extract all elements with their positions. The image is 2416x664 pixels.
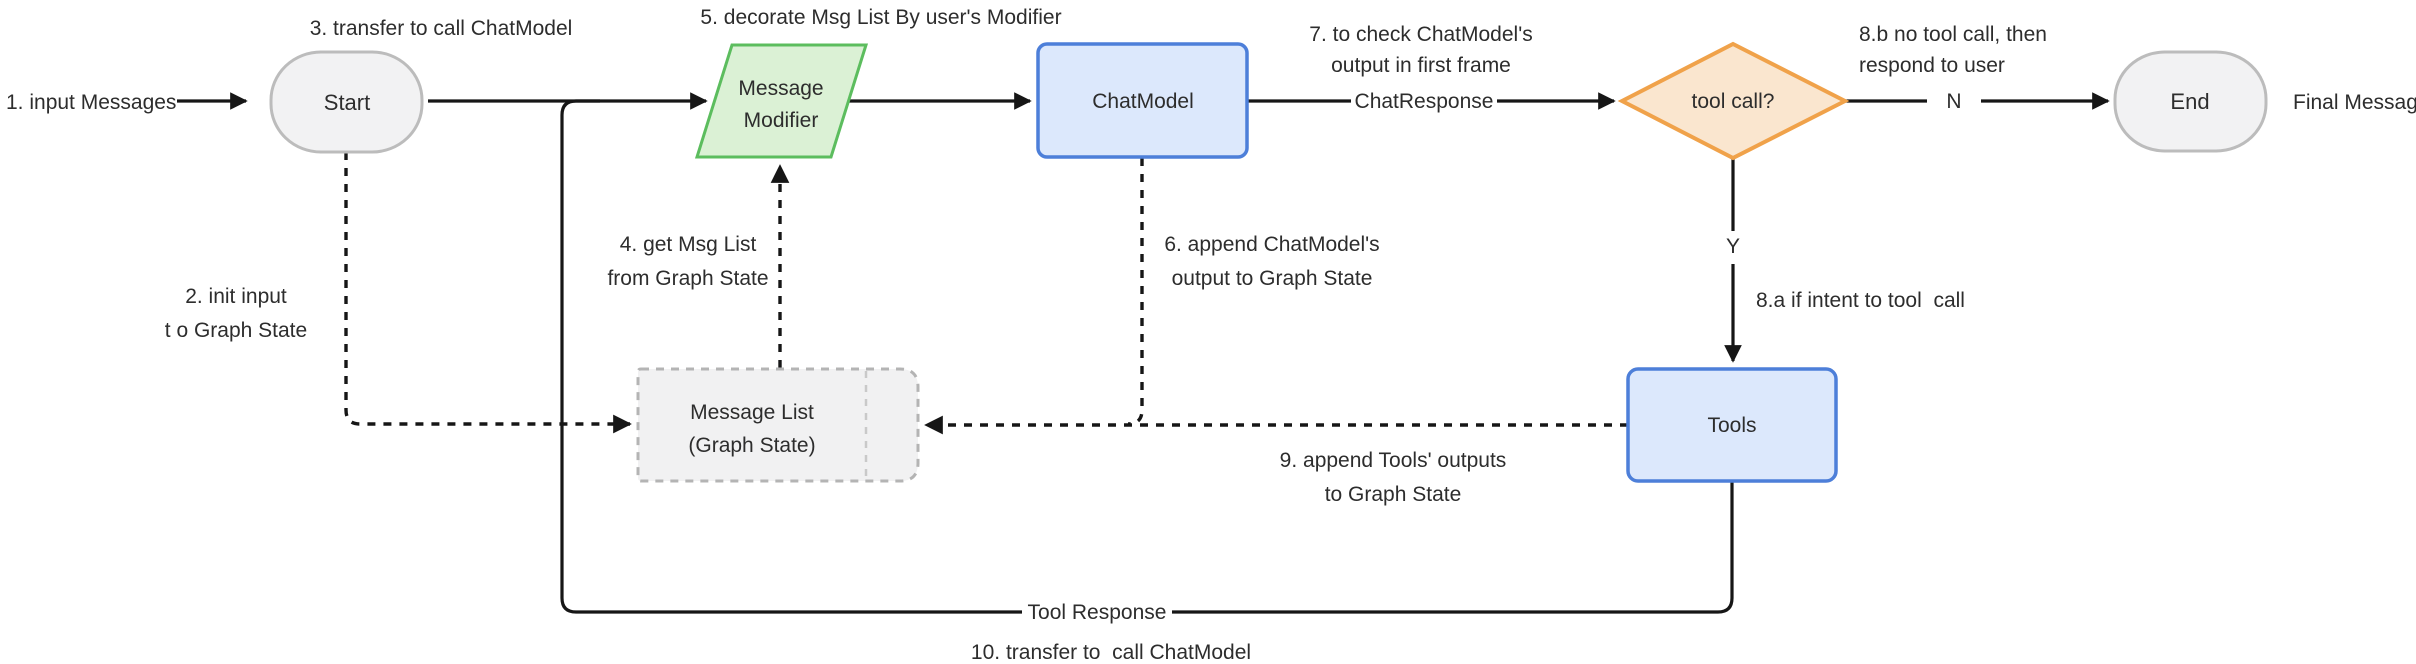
label-check-output-line1: 7. to check ChatModel's (1309, 23, 1532, 46)
tools-node (1626, 367, 1838, 483)
label-decorate-msg-list: 5. decorate Msg List By user's Modifier (700, 6, 1061, 29)
label-final-message: Final Message (2293, 91, 2416, 114)
label-append-chatmodel-line2: output to Graph State (1172, 267, 1373, 290)
end-node (2113, 50, 2268, 153)
label-intent-tool-call: 8.a if intent to tool call (1756, 289, 1965, 312)
edge-tool-response-right (1172, 481, 1734, 614)
message-list-state-node (636, 367, 920, 483)
label-tool-response: Tool Response (1028, 601, 1167, 624)
tools-node-label: Tools (1707, 414, 1756, 437)
label-no: N (1946, 90, 1961, 113)
message-modifier-node (694, 43, 869, 159)
end-node-label: End (2170, 89, 2209, 114)
label-yes: Y (1726, 235, 1740, 258)
label-check-output-line2: output in first frame (1331, 54, 1511, 77)
label-init-input-line2: t o Graph State (165, 319, 307, 342)
label-append-tools-line1: 9. append Tools' outputs (1280, 449, 1507, 472)
label-get-msg-list-line2: from Graph State (607, 267, 768, 290)
edge-tool-response-left (560, 99, 1022, 614)
label-input-messages: 1. input Messages (6, 91, 176, 114)
edge-start-to-state-dashed (344, 152, 632, 434)
label-get-msg-list-line1: 4. get Msg List (620, 233, 757, 256)
label-chat-response: ChatResponse (1355, 90, 1494, 113)
chatmodel-node-label: ChatModel (1092, 90, 1194, 113)
message-modifier-label-line2: Modifier (744, 109, 819, 132)
label-no-tool-line2: respond to user (1859, 54, 2005, 77)
edge-chatmodel-down-dashed (1127, 158, 1144, 426)
chatmodel-node (1036, 42, 1249, 159)
label-transfer-to-call: 3. transfer to call ChatModel (310, 17, 573, 40)
tool-call-decision-label: tool call? (1692, 90, 1775, 113)
tool-call-decision-node (1617, 41, 1850, 161)
message-list-label-line1: Message List (690, 401, 814, 424)
start-node (269, 50, 424, 154)
label-transfer-chat: 10. transfer to call ChatModel (971, 641, 1251, 664)
label-no-tool-line1: 8.b no tool call, then (1859, 23, 2047, 46)
message-list-label-line2: (Graph State) (688, 434, 815, 457)
message-modifier-label-line1: Message (738, 77, 823, 100)
label-init-input-line1: 2. init input (185, 285, 287, 308)
label-append-chatmodel-line1: 6. append ChatModel's (1164, 233, 1379, 256)
label-append-tools-line2: to Graph State (1325, 483, 1462, 506)
start-node-label: Start (324, 90, 370, 115)
